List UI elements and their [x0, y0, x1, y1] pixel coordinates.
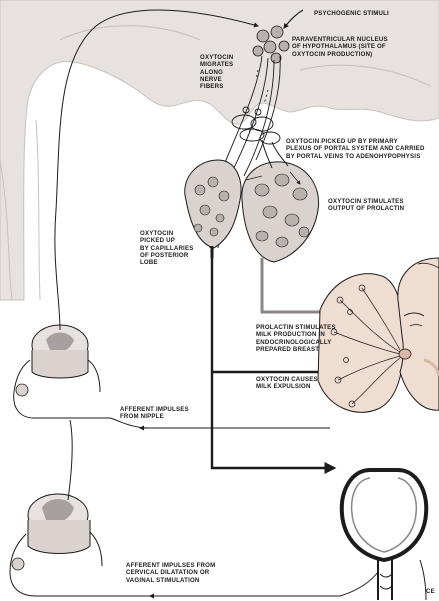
- spinal-cord-lower: [10, 494, 120, 596]
- label-oxytocin-picked-up-capillaries: OXYTOCIN PICKED UP BY CAPILLARIES OF POS…: [140, 230, 193, 266]
- label-oxytocin-stimulates-output: OXYTOCIN STIMULATES OUTPUT OF PROLACTIN: [328, 198, 404, 213]
- anterior-lobe: [242, 162, 319, 262]
- gland-outputs: [212, 246, 262, 272]
- label-psychogenic-stimuli: PSYCHOGENIC STIMULI: [314, 10, 389, 17]
- spinal-cord-upper: [14, 325, 110, 418]
- label-oxytocin-picked-up-primary-plexus: OXYTOCIN PICKED UP BY PRIMARY PLEXUS OF …: [286, 138, 439, 160]
- label-oxytocin-migrates: OXYTOCIN MIGRATES ALONG NERVE FIBERS: [200, 54, 233, 90]
- label-paraventricular-nucleus: PARAVENTRICULAR NUCLEUS OF HYPOTHALAMUS …: [292, 36, 388, 58]
- label-afferent-cervical: AFFERENT IMPULSES FROM CERVICAL DILATATI…: [126, 562, 215, 584]
- uterus: [342, 470, 426, 600]
- label-oxytocin-causes: OXYTOCIN CAUSES MILK EXPULSION: [256, 376, 318, 391]
- infant-head: [398, 258, 439, 410]
- label-corner-fragment: CE: [426, 588, 435, 595]
- label-afferent-nipple: AFFERENT IMPULSES FROM NIPPLE: [120, 406, 189, 421]
- label-prolactin-stimulates: PROLACTIN STIMULATES MILK PRODUCTION IN …: [256, 324, 336, 353]
